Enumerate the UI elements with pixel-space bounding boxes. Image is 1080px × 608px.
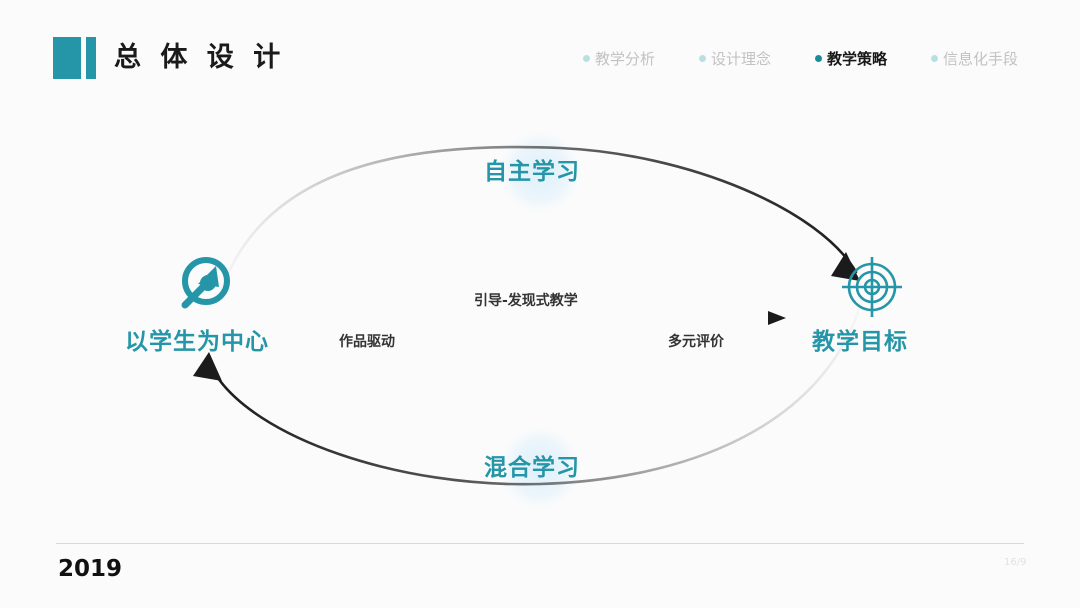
cycle-diagram: 以学生为中心 教学目标 自主学习 混合学习 引导-发现式教学 作品驱动 多元评价	[0, 100, 1080, 520]
bottom-arc-label: 混合学习	[484, 455, 580, 481]
nav-item-label: 信息化手段	[942, 50, 1018, 68]
diagram-graphics	[181, 130, 902, 510]
nav-item-label: 教学策略	[826, 50, 887, 68]
center-arrow-label-above: 引导-发现式教学	[474, 293, 578, 309]
page-title: 总 体 设 计	[114, 42, 286, 73]
top-arc-label: 自主学习	[484, 159, 580, 185]
center-arrow-label-left: 作品驱动	[339, 334, 395, 350]
bottom-arc-path	[212, 298, 864, 486]
page-number: 16/9	[1004, 557, 1027, 568]
halo-circle-top	[498, 130, 582, 214]
footer-divider	[56, 543, 1024, 544]
halo-circle-bottom	[498, 426, 582, 510]
nav-item-jiaoxuefenxi[interactable]: 教学分析	[582, 48, 655, 69]
slide-header: 总 体 设 计 教学分析 设计理念 教学策略 信息化手段	[0, 0, 1080, 108]
crosshair-target-icon	[842, 257, 902, 317]
top-arc-path	[216, 145, 858, 302]
nav-item-label: 教学分析	[594, 50, 655, 68]
arrow-right-icon	[768, 311, 786, 325]
arrow-left-icon	[193, 352, 222, 381]
logo-bar-narrow	[86, 37, 96, 79]
two-bar-logo-mark	[53, 37, 97, 79]
arrow-right-icon	[831, 252, 860, 281]
bullet-dot-icon	[930, 55, 938, 62]
footer-year: 2019	[58, 556, 123, 582]
nav-item-jiaoxuecelue[interactable]: 教学策略	[814, 48, 887, 69]
nav-item-shejilinian[interactable]: 设计理念	[698, 48, 771, 69]
bullet-dot-icon	[582, 55, 590, 62]
section-nav: 教学分析 设计理念 教学策略 信息化手段	[582, 48, 1018, 69]
nav-item-xinxihuashouduan[interactable]: 信息化手段	[930, 48, 1018, 69]
bullet-dot-icon	[698, 55, 706, 62]
left-node-label: 以学生为中心	[125, 329, 269, 355]
center-arrow-label-right: 多元评价	[668, 334, 724, 350]
bullet-dot-icon	[814, 55, 822, 62]
nav-item-label: 设计理念	[710, 50, 771, 68]
right-node-label: 教学目标	[812, 329, 908, 355]
logo-bar-wide	[53, 37, 81, 79]
target-arrow-icon	[181, 257, 230, 309]
